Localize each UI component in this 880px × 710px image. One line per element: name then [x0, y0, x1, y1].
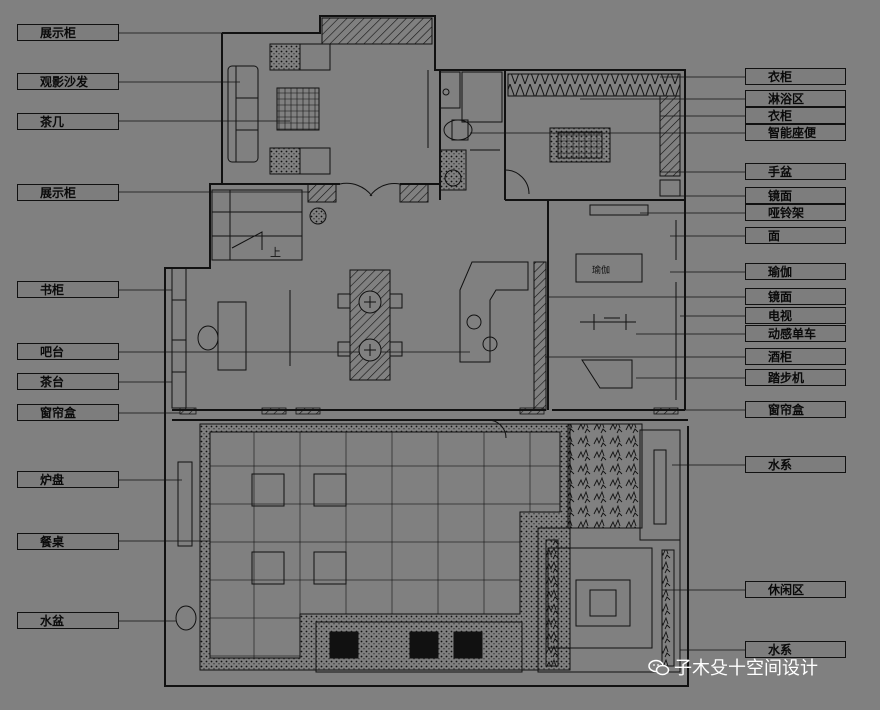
- label-bookcase: 书柜: [17, 281, 119, 298]
- label-display-cabinet-1: 展示柜: [17, 24, 119, 41]
- stair-up-text: 上: [270, 246, 281, 259]
- curtain-boxes: [179, 407, 679, 415]
- yoga-text: 瑜伽: [592, 264, 610, 276]
- label-yoga: 瑜伽: [745, 263, 846, 280]
- label-shower-area: 淋浴区: [745, 90, 846, 107]
- label-stepper: 踏步机: [745, 369, 846, 386]
- label-cooktop: 炉盘: [17, 471, 119, 488]
- garden: [537, 423, 681, 673]
- stair: [211, 189, 303, 261]
- main-hall: [171, 261, 547, 411]
- watermark-text: 子木殳十空间设计: [674, 658, 818, 679]
- label-mirror-2: 镜面: [745, 288, 846, 305]
- label-mirror-1: 镜面: [745, 187, 846, 204]
- label-dining-table: 餐桌: [17, 533, 119, 550]
- label-viewing-sofa: 观影沙发: [17, 73, 119, 90]
- label-wardrobe-2: 衣柜: [745, 107, 846, 124]
- wechat-icon: [648, 659, 670, 676]
- label-wardrobe-1: 衣柜: [745, 68, 846, 85]
- label-water-feature-2: 水系: [745, 641, 846, 658]
- watermark: 子木殳十空间设计: [648, 658, 818, 680]
- label-smart-toilet: 智能座便: [745, 124, 846, 141]
- label-wine-cabinet: 酒柜: [745, 348, 846, 365]
- label-curtain-box-left: 窗帘盒: [17, 404, 119, 421]
- label-tv: 电视: [745, 307, 846, 324]
- label-surface: 面: [745, 227, 846, 244]
- label-display-cabinet-2: 展示柜: [17, 184, 119, 201]
- label-tea-counter: 茶台: [17, 373, 119, 390]
- label-water-feature-1: 水系: [745, 456, 846, 473]
- living-room: [227, 17, 433, 225]
- label-water-basin: 水盆: [17, 612, 119, 629]
- label-curtain-box-right: 窗帘盒: [745, 401, 846, 418]
- gym: [575, 220, 677, 400]
- label-dumbbell-rack: 哑铃架: [745, 204, 846, 221]
- label-spin-bike: 动感单车: [745, 325, 846, 342]
- label-hand-basin: 手盆: [745, 163, 846, 180]
- bathroom: [439, 71, 530, 195]
- label-tea-table: 茶几: [17, 113, 119, 130]
- wardrobe: [507, 73, 681, 216]
- label-leisure-area: 休闲区: [745, 581, 846, 598]
- dining-area: [175, 419, 571, 673]
- label-bar-counter: 吧台: [17, 343, 119, 360]
